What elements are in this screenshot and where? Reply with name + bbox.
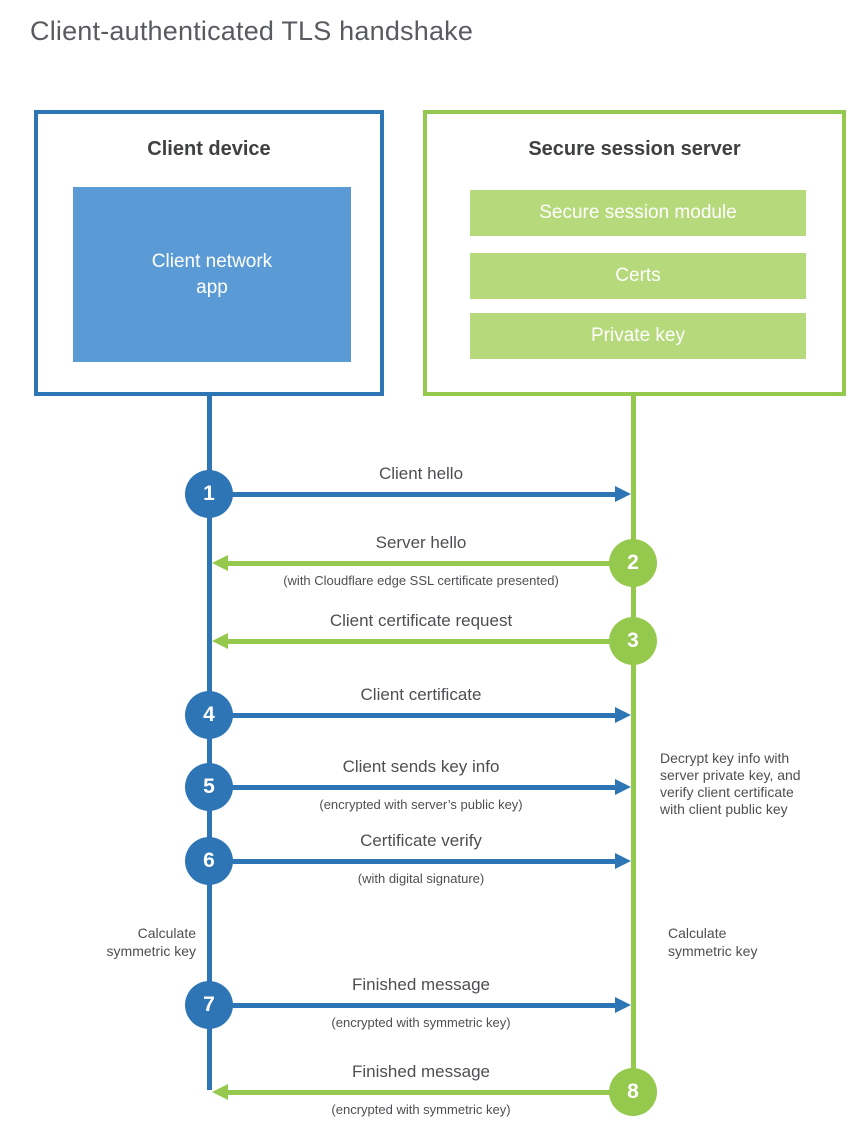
secure-session-server-title: Secure session server bbox=[528, 138, 741, 160]
step-3-arrowhead bbox=[212, 633, 228, 649]
step-5-arrowhead bbox=[615, 779, 631, 795]
step-4-label: Client certificate bbox=[360, 685, 482, 704]
step-3-arrow bbox=[227, 639, 633, 644]
step-6-arrowhead bbox=[615, 853, 631, 869]
step-6-sublabel: (with digital signature) bbox=[357, 871, 485, 886]
step-5-circle: 5 bbox=[185, 763, 233, 811]
server-module-certs: Certs bbox=[470, 253, 806, 299]
step-4-circle: 4 bbox=[185, 691, 233, 739]
step-8-label: Finished message bbox=[352, 1062, 490, 1081]
step-3-circle: 3 bbox=[609, 617, 657, 665]
step-1-arrow bbox=[209, 492, 616, 497]
client-network-app-box: Client network app bbox=[73, 187, 351, 362]
client-lifeline bbox=[207, 392, 212, 1090]
step-2-label: Server hello bbox=[375, 533, 467, 552]
page-title: Client-authenticated TLS handshake bbox=[30, 16, 474, 46]
server-module-private-key: Private key bbox=[470, 313, 806, 359]
step-1-label: Client hello bbox=[378, 464, 464, 483]
step-6-arrow bbox=[209, 859, 616, 864]
step-8-arrow bbox=[227, 1090, 633, 1095]
step-8-arrowhead bbox=[212, 1084, 228, 1100]
server-module-secure-session-module: Secure session module bbox=[470, 190, 806, 236]
secure-session-server-box: Secure session server Secure session mod… bbox=[423, 110, 846, 396]
server-lifeline bbox=[631, 392, 636, 1116]
step-7-arrow bbox=[209, 1003, 616, 1008]
step-3-label: Client certificate request bbox=[329, 611, 513, 630]
step-2-arrow bbox=[227, 561, 633, 566]
step-2-circle: 2 bbox=[609, 539, 657, 587]
step-7-label: Finished message bbox=[352, 975, 490, 994]
calculate-symmetric-key-client-note: Calculate symmetric key bbox=[106, 925, 196, 959]
step-4-arrowhead bbox=[615, 707, 631, 723]
step-8-circle: 8 bbox=[609, 1068, 657, 1116]
decrypt-key-note: Decrypt key info with server private key… bbox=[660, 750, 801, 817]
step-6-circle: 6 bbox=[185, 837, 233, 885]
step-7-sublabel: (encrypted with symmetric key) bbox=[331, 1015, 511, 1030]
step-8-sublabel: (encrypted with symmetric key) bbox=[331, 1102, 511, 1117]
step-5-label: Client sends key info bbox=[342, 757, 500, 776]
step-7-circle: 7 bbox=[185, 981, 233, 1029]
client-device-box: Client device Client network app bbox=[34, 110, 384, 396]
client-device-title: Client device bbox=[147, 138, 271, 160]
calculate-symmetric-key-server-note: Calculate symmetric key bbox=[668, 925, 758, 959]
step-5-arrow bbox=[209, 785, 616, 790]
step-2-sublabel: (with Cloudflare edge SSL certificate pr… bbox=[283, 573, 559, 588]
step-1-circle: 1 bbox=[185, 470, 233, 518]
step-2-arrowhead bbox=[212, 555, 228, 571]
step-1-arrowhead bbox=[615, 486, 631, 502]
step-7-arrowhead bbox=[615, 997, 631, 1013]
step-4-arrow bbox=[209, 713, 616, 718]
step-6-label: Certificate verify bbox=[360, 831, 482, 850]
step-5-sublabel: (encrypted with server’s public key) bbox=[319, 797, 523, 812]
